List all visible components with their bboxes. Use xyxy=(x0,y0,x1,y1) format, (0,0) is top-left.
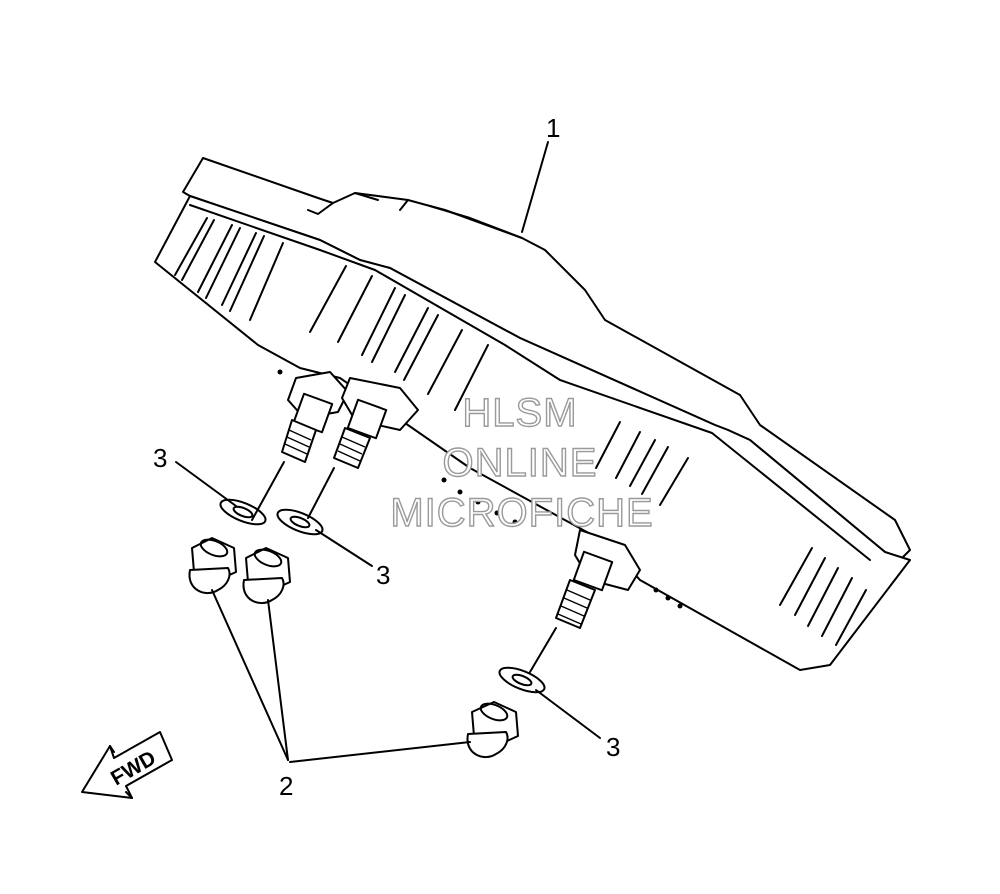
meter-raised-panel xyxy=(307,192,523,239)
fwd-arrow: FWD xyxy=(81,731,173,799)
meter-assembly xyxy=(154,157,911,671)
leader-lines xyxy=(175,141,601,763)
meter-rivets xyxy=(277,369,683,609)
washer-center xyxy=(276,508,324,536)
callout-2: 2 xyxy=(279,771,293,801)
meter-body xyxy=(154,195,911,671)
watermark-line-1: HLSM xyxy=(462,391,577,435)
washer-left xyxy=(219,498,267,526)
acorn-nut-left xyxy=(188,537,237,595)
acorn-nut-right xyxy=(466,701,519,759)
callout-1: 1 xyxy=(546,113,560,143)
mounting-stud-left xyxy=(281,371,349,463)
mounting-stud-right xyxy=(555,529,641,629)
mounting-stud-center xyxy=(333,377,419,469)
callout-3-left: 3 xyxy=(153,443,167,473)
callout-3-center: 3 xyxy=(376,560,390,590)
assembly-lines xyxy=(251,461,557,673)
acorn-nut-center xyxy=(242,547,291,605)
meter-rim xyxy=(189,204,871,561)
watermark: HLSM ONLINE MICROFICHE xyxy=(390,390,654,535)
washer-right xyxy=(498,666,546,694)
watermark-line-3: MICROFICHE xyxy=(390,491,653,535)
watermark-line-2: ONLINE xyxy=(443,441,598,485)
callout-3-right: 3 xyxy=(606,732,620,762)
meter-ribs xyxy=(174,217,867,646)
